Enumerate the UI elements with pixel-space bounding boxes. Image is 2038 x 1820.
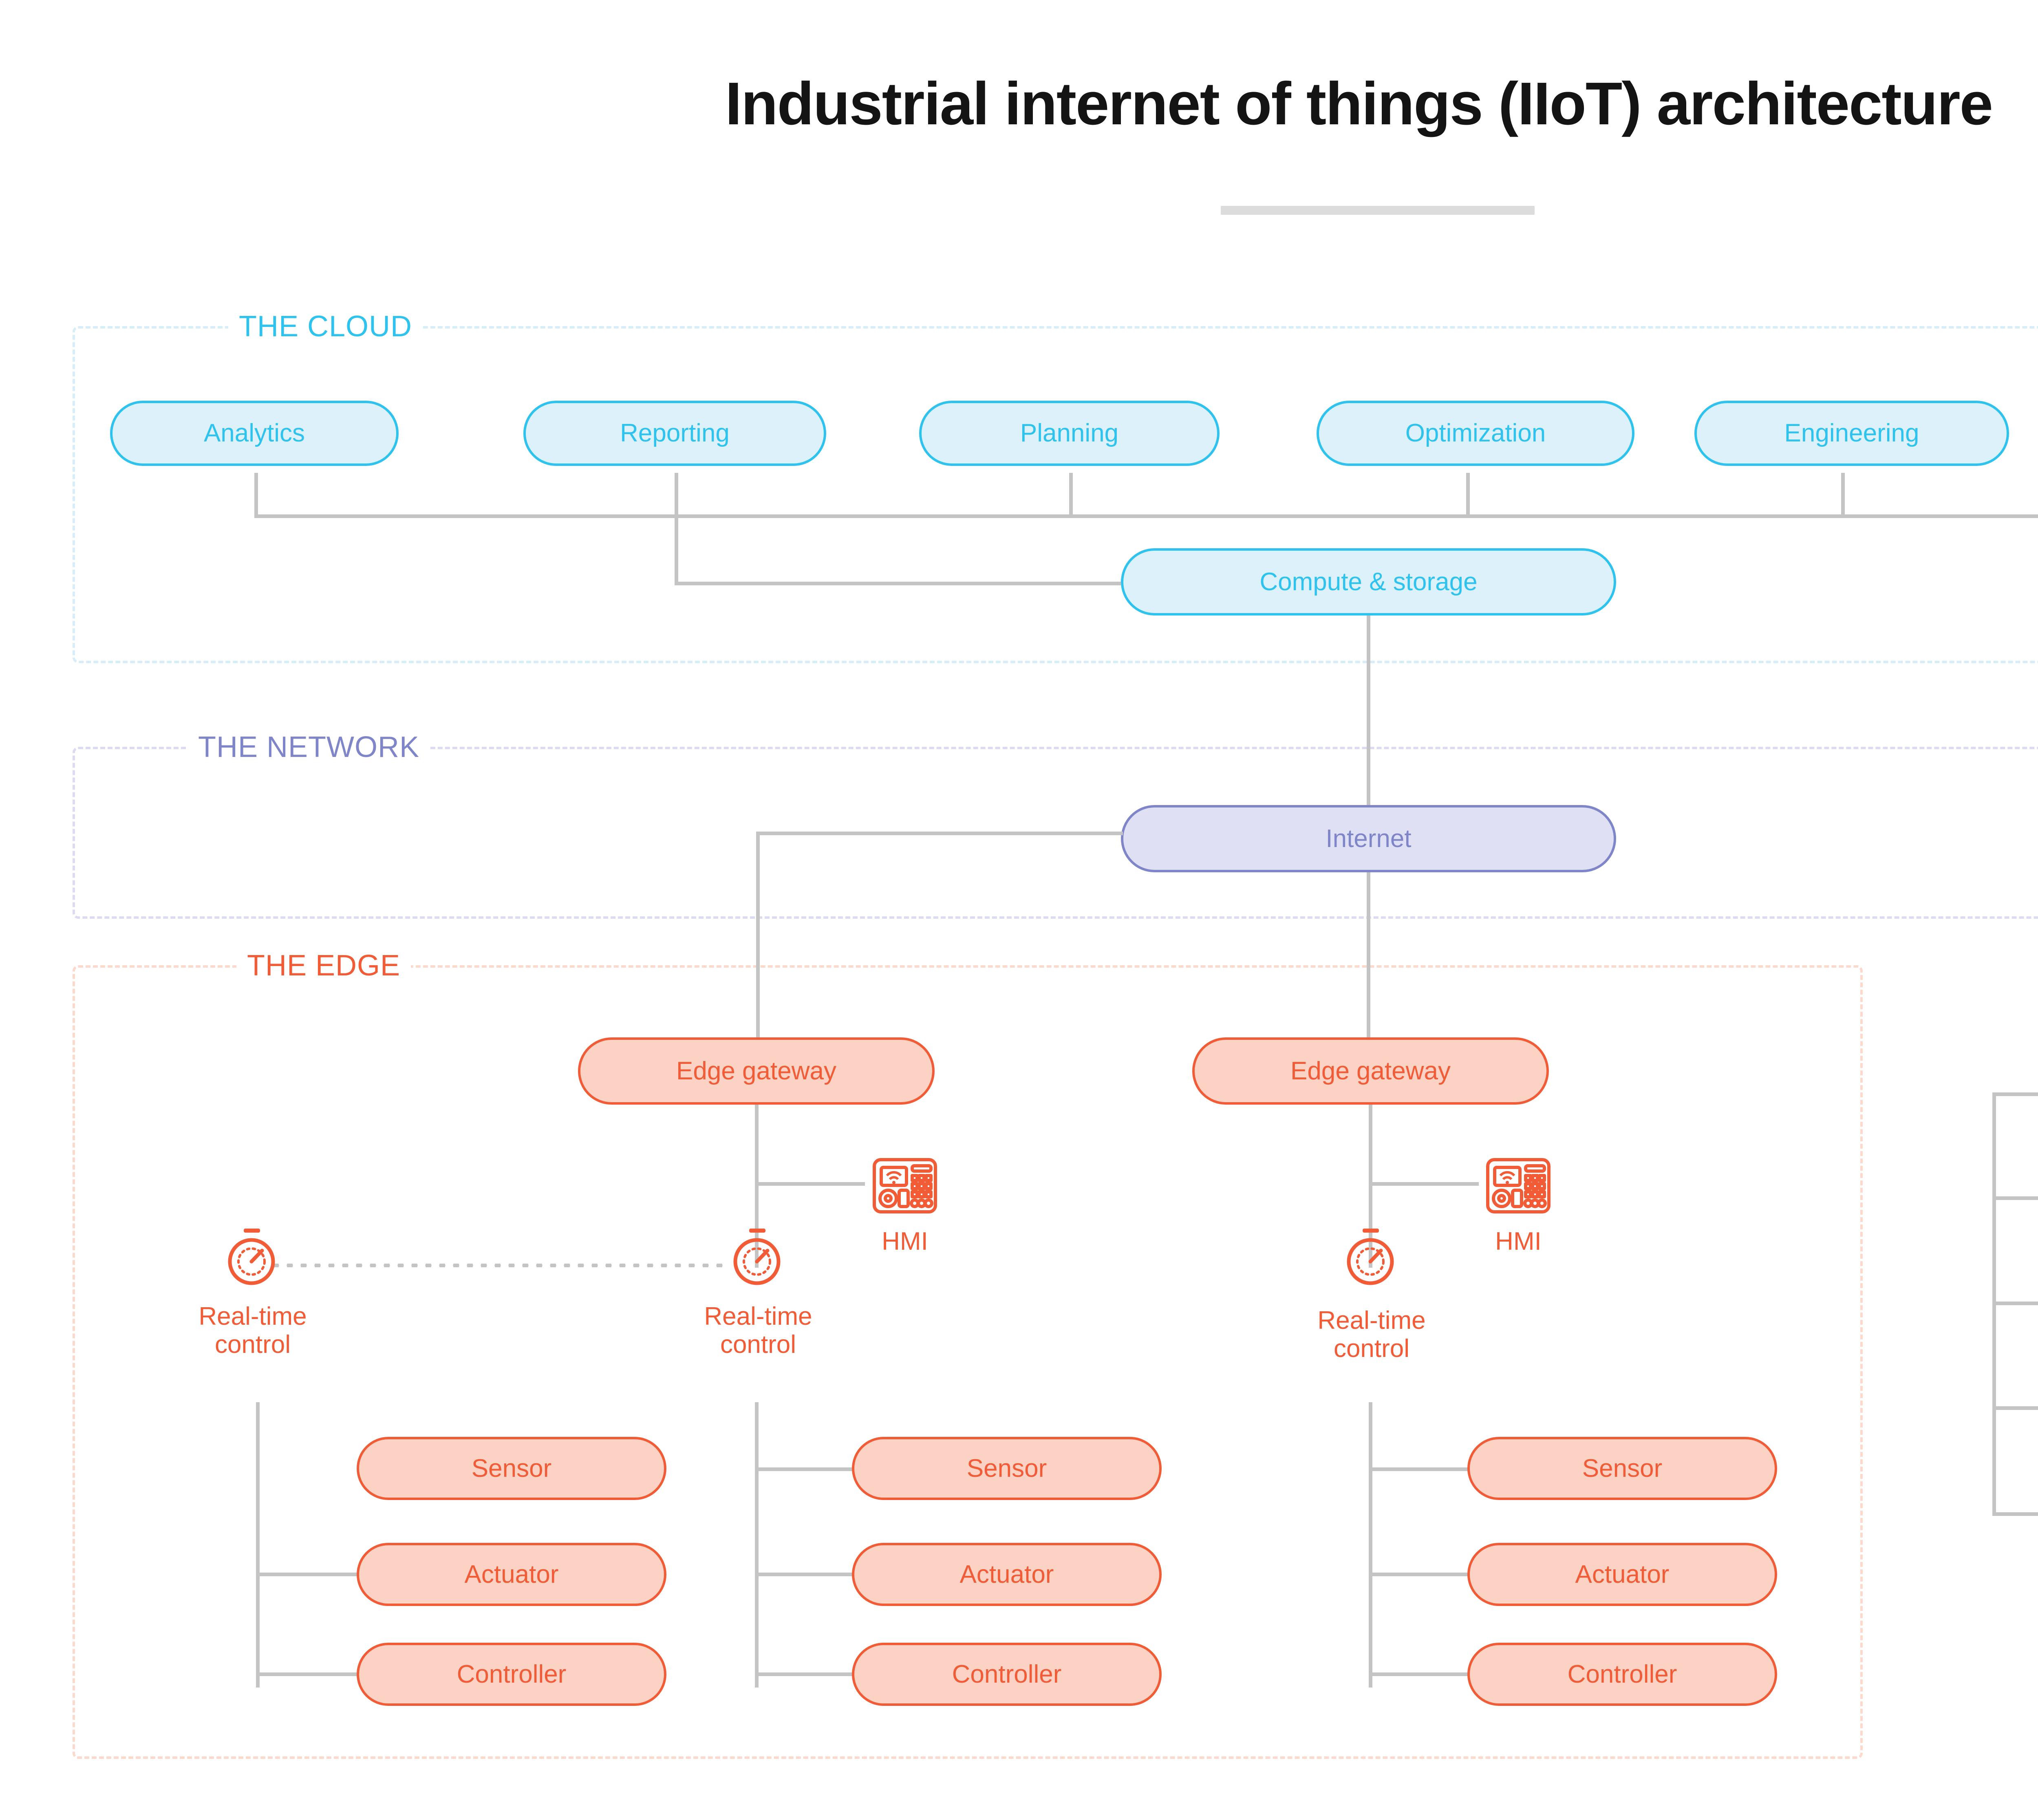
- real-time-control-label-2: Real-time control: [1253, 1306, 1490, 1363]
- cloud-drop-optimization: [1466, 473, 1470, 517]
- col2-tree-spine: [1369, 1402, 1372, 1688]
- hmi-label-1: HMI: [882, 1227, 928, 1255]
- title-underline-rule: [1221, 206, 1535, 215]
- device-pill-label: Controller: [1567, 1660, 1677, 1688]
- stopwatch-icon: [732, 1227, 783, 1288]
- device-pill-sensor-1[interactable]: Sensor: [852, 1437, 1162, 1500]
- device-pill-label: Controller: [457, 1660, 567, 1688]
- device-pill-label: Actuator: [464, 1560, 559, 1588]
- device-pill-label: Sensor: [471, 1454, 552, 1482]
- internet-to-gateway2-line: [1367, 872, 1370, 1037]
- hmi-label-2: HMI: [1495, 1227, 1542, 1255]
- zone-label-cloud: THE CLOUD: [228, 310, 423, 343]
- col0-branch-actuator: [256, 1573, 358, 1576]
- gateway1-downline: [755, 1105, 759, 1268]
- control-link-dotted-line: [269, 1264, 730, 1267]
- cloud-drop-engineering: [1841, 473, 1845, 517]
- hmi-panel-icon: [872, 1158, 937, 1214]
- edge-gateway-1[interactable]: Edge gateway: [578, 1037, 935, 1105]
- device-pill-label: Sensor: [1582, 1454, 1663, 1482]
- cloud-pill-analytics[interactable]: Analytics: [110, 401, 399, 466]
- col0-branch-controller: [256, 1672, 358, 1676]
- device-pill-label: Actuator: [1575, 1560, 1670, 1588]
- label-line-2: control: [214, 1330, 291, 1359]
- label-line-1: Real-time: [704, 1302, 812, 1330]
- cloud-pill-planning[interactable]: Planning: [919, 401, 1220, 466]
- device-pill-sensor-2[interactable]: Sensor: [1467, 1437, 1777, 1500]
- col1-tree-spine: [755, 1402, 759, 1688]
- col1-branch-sensor: [755, 1467, 857, 1471]
- device-pill-controller-2[interactable]: Controller: [1467, 1643, 1777, 1706]
- cloud-pill-compute-and-storage[interactable]: Compute & storage: [1121, 548, 1616, 615]
- cloud-pill-reporting[interactable]: Reporting: [523, 401, 826, 466]
- edge-gateway-2[interactable]: Edge gateway: [1192, 1037, 1549, 1105]
- label-line-1: Real-time: [199, 1302, 307, 1330]
- device-pill-controller-0[interactable]: Controller: [357, 1643, 666, 1706]
- cloud-pill-label: Reporting: [620, 419, 730, 448]
- gateway1-to-hmi-line: [755, 1182, 865, 1186]
- legend-branch-controller: [1992, 1512, 2038, 1516]
- cloud-pill-engineering[interactable]: Engineering: [1694, 401, 2009, 466]
- real-time-control-label-1: Real-time control: [640, 1302, 876, 1359]
- zone-the-network: [73, 747, 2038, 919]
- zone-label-edge: THE EDGE: [236, 949, 411, 982]
- page-title: Industrial internet of things (IIoT) arc…: [725, 70, 1993, 137]
- label-line-2: control: [720, 1330, 796, 1359]
- zone-the-edge: [73, 965, 1863, 1759]
- legend-branch-sensor: [1992, 1302, 2038, 1305]
- hub-to-internet-line: [1367, 615, 1370, 805]
- cloud-pill-label: Analytics: [203, 419, 305, 448]
- gateway2-to-hmi-line: [1369, 1182, 1479, 1186]
- label-line-2: control: [1333, 1335, 1410, 1363]
- device-pill-sensor-0[interactable]: Sensor: [357, 1437, 666, 1500]
- col0-tree-spine: [256, 1402, 260, 1688]
- cloud-pill-label: Optimization: [1405, 419, 1546, 448]
- network-pill-internet[interactable]: Internet: [1121, 805, 1616, 872]
- device-pill-label: Actuator: [959, 1560, 1054, 1588]
- col1-branch-controller: [755, 1672, 857, 1676]
- col1-branch-actuator: [755, 1573, 857, 1576]
- device-pill-label: Sensor: [966, 1454, 1047, 1482]
- legend-branch-actuator: [1992, 1406, 2038, 1410]
- edge-gateway-label: Edge gateway: [1290, 1057, 1451, 1085]
- legend-branch-real-time: [1992, 1196, 2038, 1200]
- edge-gateway-label: Edge gateway: [676, 1057, 836, 1085]
- cloud-pill-label: Planning: [1020, 419, 1119, 448]
- device-pill-actuator-1[interactable]: Actuator: [852, 1543, 1162, 1606]
- legend-branch-hmi: [1992, 1092, 2038, 1096]
- gateway2-downline: [1369, 1105, 1372, 1268]
- zone-label-network: THE NETWORK: [187, 730, 430, 764]
- cloud-pill-optimization[interactable]: Optimization: [1317, 401, 1634, 466]
- zone-the-cloud: [73, 326, 2038, 663]
- cloud-pill-label: Engineering: [1784, 419, 1919, 448]
- internet-branch-line: [756, 832, 1123, 835]
- cloud-bus-line: [254, 514, 2038, 518]
- device-pill-label: Controller: [952, 1660, 1062, 1688]
- col2-branch-sensor: [1369, 1467, 1471, 1471]
- device-pill-controller-1[interactable]: Controller: [852, 1643, 1162, 1706]
- cloud-drop-analytics: [254, 473, 258, 517]
- network-pill-label: Internet: [1326, 824, 1412, 853]
- col2-branch-actuator: [1369, 1573, 1471, 1576]
- device-pill-actuator-0[interactable]: Actuator: [357, 1543, 666, 1606]
- hmi-panel-icon: [1486, 1158, 1551, 1214]
- stopwatch-icon: [1345, 1227, 1396, 1288]
- col2-branch-controller: [1369, 1672, 1471, 1676]
- real-time-control-label-0: Real-time control: [135, 1302, 371, 1359]
- cloud-drop-reporting: [675, 473, 678, 585]
- cloud-pill-label: Compute & storage: [1259, 567, 1478, 596]
- label-line-1: Real-time: [1317, 1306, 1426, 1335]
- internet-to-gateway1-line: [756, 832, 760, 1037]
- stopwatch-icon: [226, 1227, 277, 1288]
- cloud-bus-to-hub-line: [675, 582, 1121, 585]
- cloud-drop-planning: [1069, 473, 1073, 517]
- device-pill-actuator-2[interactable]: Actuator: [1467, 1543, 1777, 1606]
